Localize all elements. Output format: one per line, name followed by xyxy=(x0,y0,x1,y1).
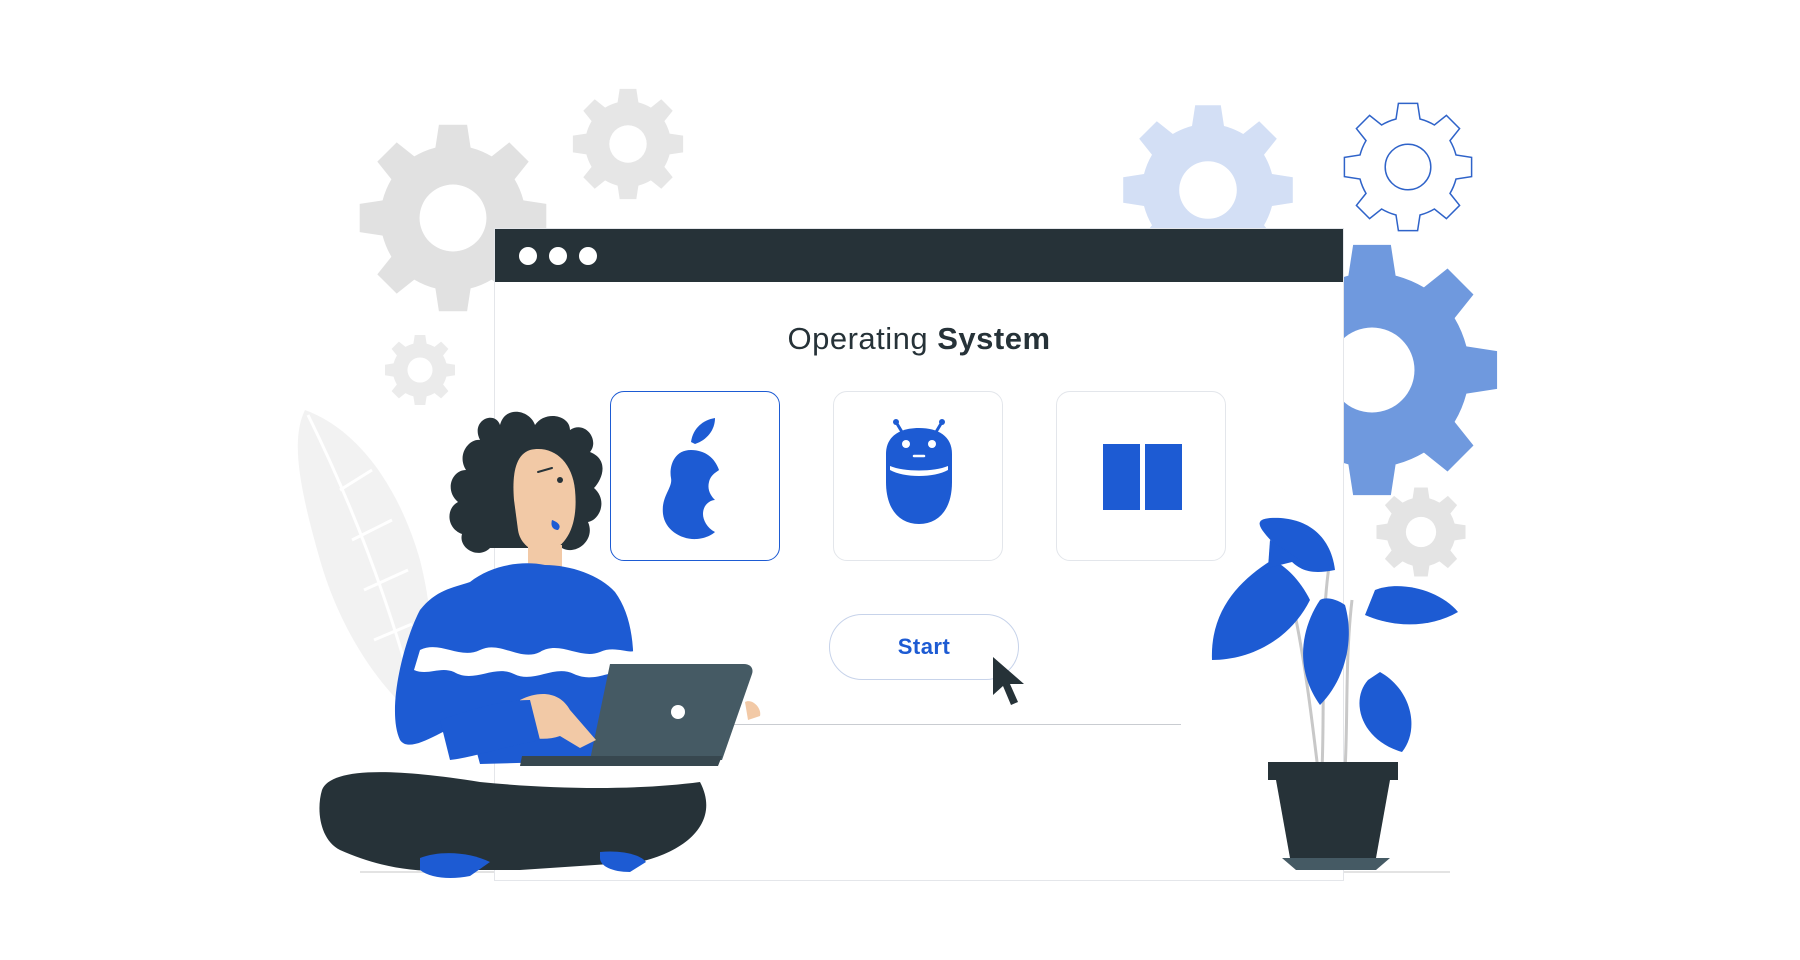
gear-icon xyxy=(1344,103,1471,230)
gear-icon xyxy=(359,124,547,312)
android-robot-icon xyxy=(886,419,952,524)
window-titlebar xyxy=(495,229,1343,282)
window-control-dot[interactable] xyxy=(549,247,567,265)
window-control-dot[interactable] xyxy=(579,247,597,265)
start-button[interactable]: Start xyxy=(829,614,1019,680)
page-title: Operating System xyxy=(495,321,1343,357)
os-option-macos[interactable] xyxy=(610,391,780,561)
gear-icon xyxy=(385,335,455,405)
gear-icon xyxy=(1246,244,1498,496)
page-title-bold: System xyxy=(937,321,1051,356)
person-with-laptop xyxy=(319,411,761,878)
gear-icon xyxy=(1123,105,1293,275)
app-window: Operating System Start xyxy=(494,228,1344,881)
gear-icon xyxy=(572,88,684,200)
gear-icon xyxy=(1376,487,1466,577)
page-title-regular: Operating xyxy=(787,321,929,356)
divider xyxy=(495,724,1181,725)
window-control-dot[interactable] xyxy=(519,247,537,265)
potted-plant xyxy=(1211,517,1458,870)
os-option-android[interactable] xyxy=(833,391,1003,561)
apple-logo-icon xyxy=(662,418,719,540)
os-option-windows[interactable] xyxy=(1056,391,1226,561)
windows-logo-icon xyxy=(1103,444,1182,510)
mouse-pointer-icon xyxy=(993,657,1024,705)
